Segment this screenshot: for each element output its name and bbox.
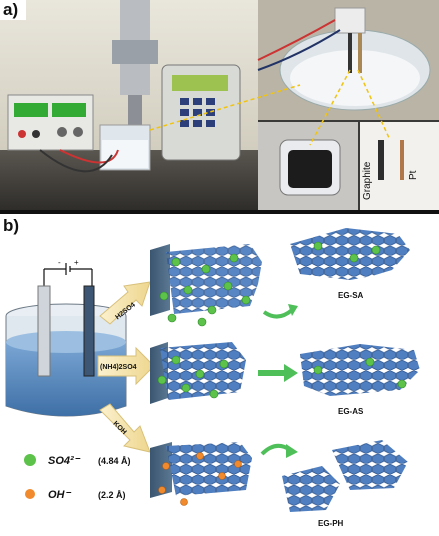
cell-plus-sign: + <box>74 258 79 267</box>
graphite-label: Graphite <box>362 161 373 200</box>
product-label-eg-ph: EG-PH <box>318 519 344 528</box>
product-label-eg-sa: EG-SA <box>338 291 364 300</box>
curved-arrow-row1 <box>262 308 294 319</box>
panel-a-label: a) <box>3 0 19 19</box>
straight-arrow-row2 <box>258 364 298 382</box>
hydroxide-ion-label: OH⁻ <box>48 489 72 501</box>
hydroxide-ion-size: (2.2 Å) <box>98 490 126 500</box>
panel-b-label: b) <box>3 216 20 235</box>
expanded-graphene-egas <box>300 344 420 396</box>
hydroxide-ion-swatch <box>25 489 35 499</box>
product-label-eg-as: EG-AS <box>338 407 364 416</box>
sulfate-ion-label: SO4²⁻ <box>48 455 81 467</box>
expanded-graphene-egph <box>282 440 408 512</box>
pt-label: Pt <box>408 170 419 180</box>
electrolyte-arrow-nh4so4: (NH4)2SO4 <box>97 346 155 386</box>
sulfate-ion-swatch <box>24 454 36 466</box>
curved-arrow-row3 <box>260 443 292 456</box>
expanded-graphene-ega <box>290 228 410 280</box>
graphite-block-koh <box>150 442 252 506</box>
electrolyte-label-nh4so4: (NH4)2SO4 <box>100 364 137 371</box>
sulfate-ion-size: (4.84 Å) <box>98 456 131 466</box>
cell-minus-sign: - <box>58 258 61 267</box>
exfoliation-schematic: - + SO4²⁻ (4.84 Å) OH⁻ (2.2 Å) <box>5 228 420 528</box>
electrochemical-cell: - + <box>5 258 127 417</box>
photo-panel: Graphite Pt <box>0 0 439 210</box>
diagram-panel: - + SO4²⁻ (4.84 Å) OH⁻ (2.2 Å) <box>0 214 439 531</box>
graphite-block-nh4so4 <box>150 342 246 404</box>
electrolyte-arrow-koh: KOH <box>99 403 151 453</box>
panel-divider <box>0 210 439 214</box>
graphite-block-h2so4 <box>150 244 262 327</box>
ion-legend: SO4²⁻ (4.84 Å) OH⁻ (2.2 Å) <box>24 454 131 501</box>
lab-setup-photo: Graphite Pt <box>0 0 439 210</box>
